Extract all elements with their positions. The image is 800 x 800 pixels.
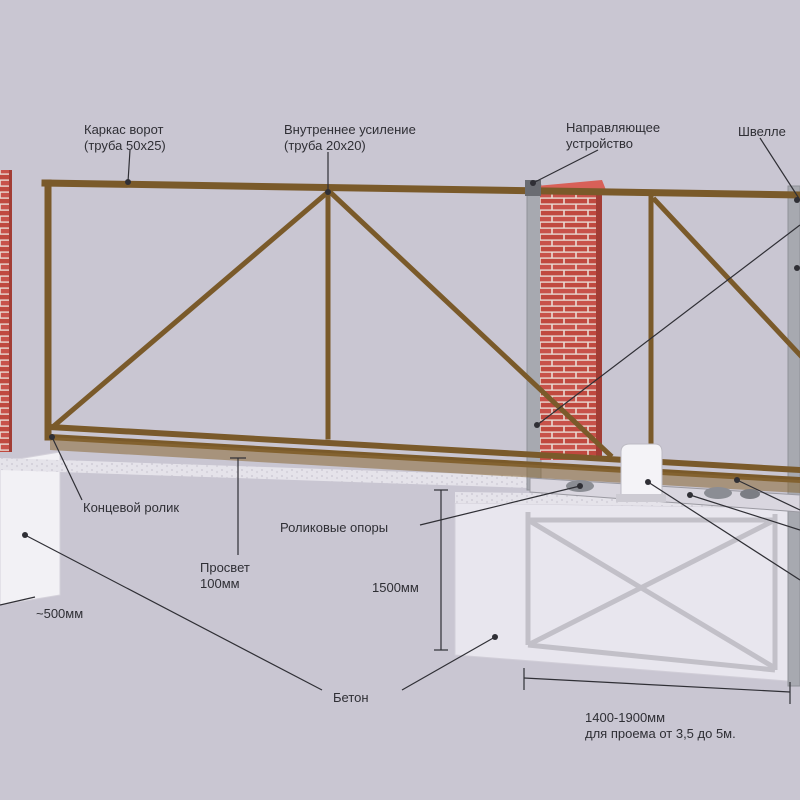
left-concrete-foundation bbox=[0, 451, 530, 606]
label-guide-device-line1: Направляющее bbox=[566, 120, 661, 135]
label-guide-device-line2: устройство bbox=[566, 136, 633, 151]
label-inner-reinforcement-line2: (труба 20х20) bbox=[284, 138, 366, 153]
gate-drive-unit bbox=[616, 443, 666, 502]
label-channel: Швелле bbox=[738, 124, 786, 139]
label-inner-reinforcement-line1: Внутреннее усиление bbox=[284, 122, 416, 137]
label-frame-line2: (труба 50х25) bbox=[84, 138, 166, 153]
gate-frame bbox=[41, 179, 800, 484]
label-frame-line1: Каркас ворот bbox=[84, 122, 164, 137]
label-clearance-line2: 100мм bbox=[200, 576, 240, 591]
label-foundation-length: 1400-1900мм для проема от 3,5 до 5м. bbox=[585, 710, 736, 742]
label-foundation-length-line2: для проема от 3,5 до 5м. bbox=[585, 726, 736, 741]
label-width-left: ~500мм bbox=[36, 606, 84, 621]
label-depth: 1500мм bbox=[372, 580, 419, 595]
left-brick-pillar bbox=[0, 170, 12, 452]
label-inner-reinforcement: Внутреннее усиление (труба 20х20) bbox=[284, 122, 416, 154]
label-guide-device: Направляющее устройство bbox=[566, 120, 660, 152]
label-foundation-length-line1: 1400-1900мм bbox=[585, 710, 666, 725]
guide-device bbox=[525, 180, 541, 196]
label-end-roller: Концевой ролик bbox=[83, 500, 180, 515]
label-clearance: Просвет 100мм bbox=[200, 560, 250, 592]
label-concrete: Бетон bbox=[333, 690, 369, 705]
label-roller-supports: Роликовые опоры bbox=[280, 520, 389, 535]
label-frame: Каркас ворот (труба 50х25) bbox=[84, 122, 166, 154]
right-concrete-foundation bbox=[454, 492, 800, 683]
leader-lines bbox=[0, 137, 800, 704]
label-clearance-line1: Просвет bbox=[200, 560, 250, 575]
leader-dots bbox=[22, 179, 800, 640]
